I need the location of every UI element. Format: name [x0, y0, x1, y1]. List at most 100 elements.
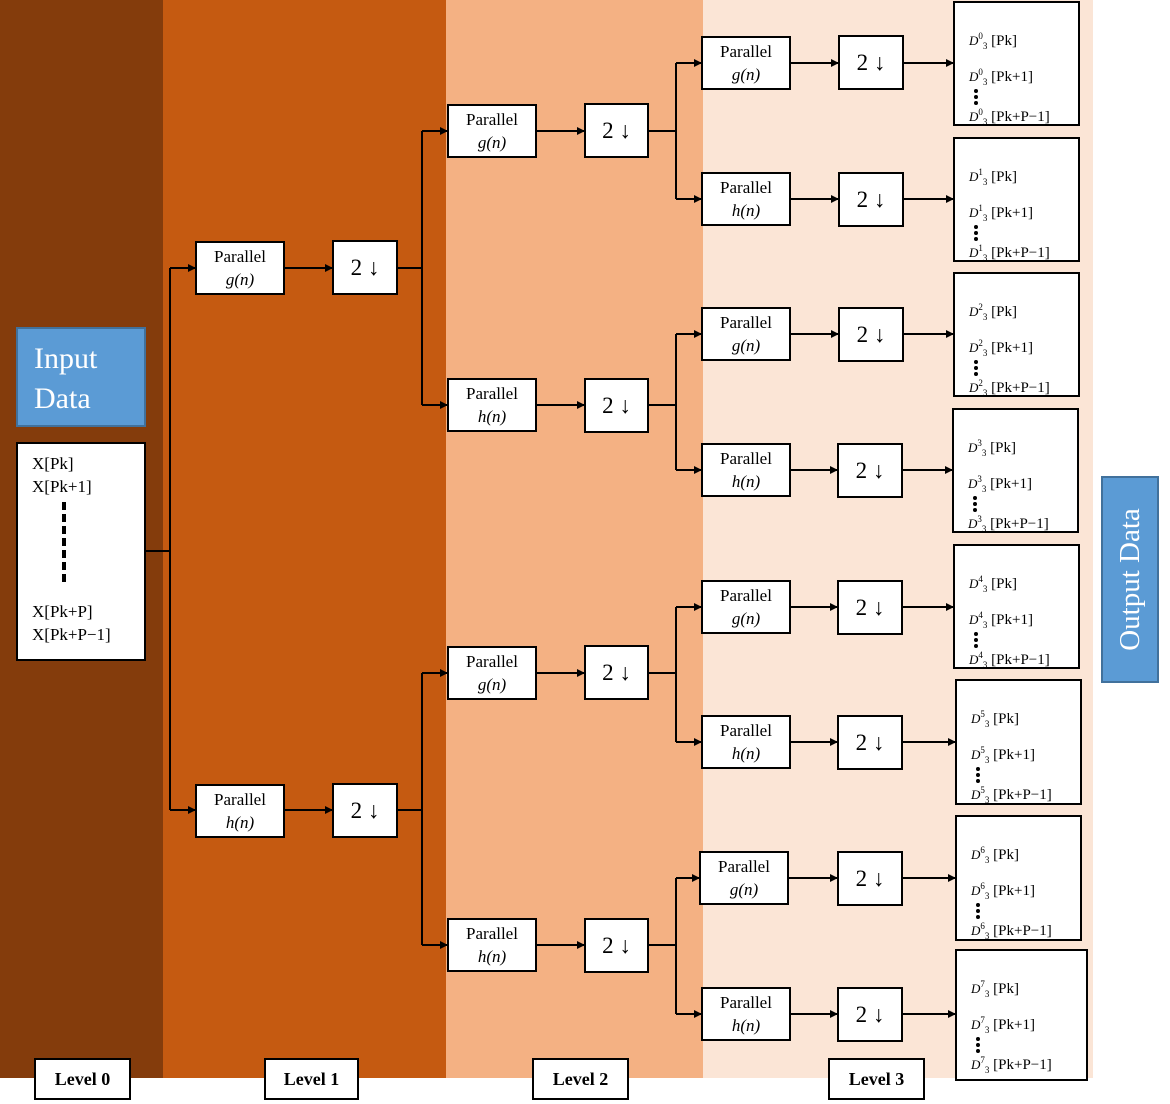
filter-label: Parallel [720, 449, 772, 468]
filter-label: Parallel [466, 110, 518, 129]
vertical-ellipsis [973, 496, 981, 512]
downsample-level3-5: 2 ↓ [837, 580, 903, 635]
filter-fn: h(n) [731, 744, 761, 763]
filter-h-level3-4: Parallel h(n) [701, 987, 791, 1041]
output-row: D43 [Pk+1] [969, 610, 1033, 630]
level-3-label: Level 3 [828, 1058, 925, 1100]
filter-g-level3-2: Parallel g(n) [701, 307, 791, 361]
output-row: D23 [Pk+P−1] [969, 378, 1050, 398]
downsample-level2-c: 2 ↓ [584, 645, 649, 700]
input-sample: X[Pk] [32, 454, 74, 473]
input-data-header: Input Data [16, 327, 146, 427]
filter-fn: h(n) [225, 813, 255, 832]
downsample-level3-4: 2 ↓ [837, 443, 903, 498]
filter-fn: g(n) [477, 133, 507, 152]
output-row: D53 [Pk+1] [971, 745, 1035, 765]
output-row: D13 [Pk+P−1] [969, 243, 1050, 263]
output-coeffs-7: D73 [Pk] D73 [Pk+1] D73 [Pk+P−1] [955, 949, 1088, 1081]
input-sample: X[Pk+P] [32, 602, 93, 621]
filter-label: Parallel [720, 178, 772, 197]
filter-g-level2-a: Parallel g(n) [447, 104, 537, 158]
vertical-ellipsis [976, 767, 984, 783]
vertical-ellipsis [974, 360, 982, 376]
output-row: D53 [Pk+P−1] [971, 785, 1052, 805]
downsample-level1-a: 2 ↓ [332, 240, 398, 295]
input-title-line2: Data [34, 382, 91, 415]
output-row: D73 [Pk] [971, 979, 1019, 999]
output-row: D63 [Pk+1] [971, 881, 1035, 901]
filter-fn: g(n) [731, 609, 761, 628]
input-sample: X[Pk+P−1] [32, 625, 111, 644]
filter-label: Parallel [466, 652, 518, 671]
filter-label: Parallel [720, 721, 772, 740]
filter-h-level2-a: Parallel h(n) [447, 378, 537, 432]
downsample-level2-b: 2 ↓ [584, 378, 649, 433]
filter-g-level1: Parallel g(n) [195, 241, 285, 295]
filter-h-level3-2: Parallel h(n) [701, 443, 791, 497]
vertical-ellipsis [974, 89, 982, 105]
filter-fn: g(n) [729, 880, 759, 899]
filter-g-level2-b: Parallel g(n) [447, 646, 537, 700]
filter-fn: g(n) [225, 270, 255, 289]
filter-fn: h(n) [731, 472, 761, 491]
output-data-header: Output Data [1101, 476, 1159, 683]
filter-label: Parallel [720, 993, 772, 1012]
output-row: D63 [Pk] [971, 845, 1019, 865]
output-row: D33 [Pk+1] [968, 474, 1032, 494]
filter-fn: g(n) [731, 65, 761, 84]
level-1-label: Level 1 [264, 1058, 359, 1100]
output-row: D53 [Pk] [971, 709, 1019, 729]
filter-fn: g(n) [731, 336, 761, 355]
output-coeffs-0: D03 [Pk] D03 [Pk+1] D03 [Pk+P−1] [953, 1, 1080, 127]
filter-fn: h(n) [731, 201, 761, 220]
filter-fn: h(n) [477, 947, 507, 966]
filter-fn: h(n) [477, 407, 507, 426]
filter-g-level3-4: Parallel g(n) [699, 851, 789, 905]
output-row: D03 [Pk+1] [969, 67, 1033, 87]
filter-label: Parallel [720, 313, 772, 332]
filter-fn: h(n) [731, 1016, 761, 1035]
input-sample-list: X[Pk] X[Pk+1] X[Pk+P] X[Pk+P−1] [16, 442, 146, 661]
output-row: D03 [Pk] [969, 31, 1017, 51]
output-row: D23 [Pk+1] [969, 338, 1033, 358]
output-row: D33 [Pk+P−1] [968, 514, 1049, 534]
output-row: D23 [Pk] [969, 302, 1017, 322]
output-row: D43 [Pk] [969, 574, 1017, 594]
vertical-ellipsis [976, 1037, 984, 1053]
filter-h-level3-3: Parallel h(n) [701, 715, 791, 769]
downsample-level3-8: 2 ↓ [837, 987, 903, 1042]
vertical-ellipsis [974, 632, 982, 648]
filter-label: Parallel [720, 586, 772, 605]
output-row: D13 [Pk] [969, 167, 1017, 187]
vertical-ellipsis [974, 225, 982, 241]
filter-label: Parallel [466, 924, 518, 943]
output-row: D73 [Pk+P−1] [971, 1055, 1052, 1075]
downsample-level1-b: 2 ↓ [332, 783, 398, 838]
filter-h-level2-b: Parallel h(n) [447, 918, 537, 972]
input-title-line1: Input [34, 342, 98, 375]
filter-label: Parallel [720, 42, 772, 61]
filter-g-level3-1: Parallel g(n) [701, 36, 791, 90]
output-coeffs-5: D53 [Pk] D53 [Pk+1] D53 [Pk+P−1] [955, 679, 1082, 805]
output-row: D13 [Pk+1] [969, 203, 1033, 223]
downsample-level2-a: 2 ↓ [584, 103, 649, 158]
downsample-level2-d: 2 ↓ [584, 918, 649, 973]
output-coeffs-4: D43 [Pk] D43 [Pk+1] D43 [Pk+P−1] [953, 544, 1080, 670]
level-0-label: Level 0 [34, 1058, 131, 1100]
filter-label: Parallel [466, 384, 518, 403]
filter-h-level1: Parallel h(n) [195, 784, 285, 838]
downsample-level3-2: 2 ↓ [838, 172, 904, 227]
level-1-band [163, 0, 446, 1078]
vertical-ellipsis [976, 903, 984, 919]
filter-label: Parallel [214, 247, 266, 266]
filter-h-level3-1: Parallel h(n) [701, 172, 791, 226]
output-coeffs-1: D13 [Pk] D13 [Pk+1] D13 [Pk+P−1] [953, 137, 1080, 263]
filter-g-level3-3: Parallel g(n) [701, 580, 791, 634]
downsample-level3-3: 2 ↓ [838, 307, 904, 362]
downsample-level3-1: 2 ↓ [838, 35, 904, 90]
downsample-level3-6: 2 ↓ [837, 715, 903, 770]
output-row: D73 [Pk+1] [971, 1015, 1035, 1035]
vertical-dashes [62, 502, 66, 582]
output-row: D63 [Pk+P−1] [971, 921, 1052, 941]
